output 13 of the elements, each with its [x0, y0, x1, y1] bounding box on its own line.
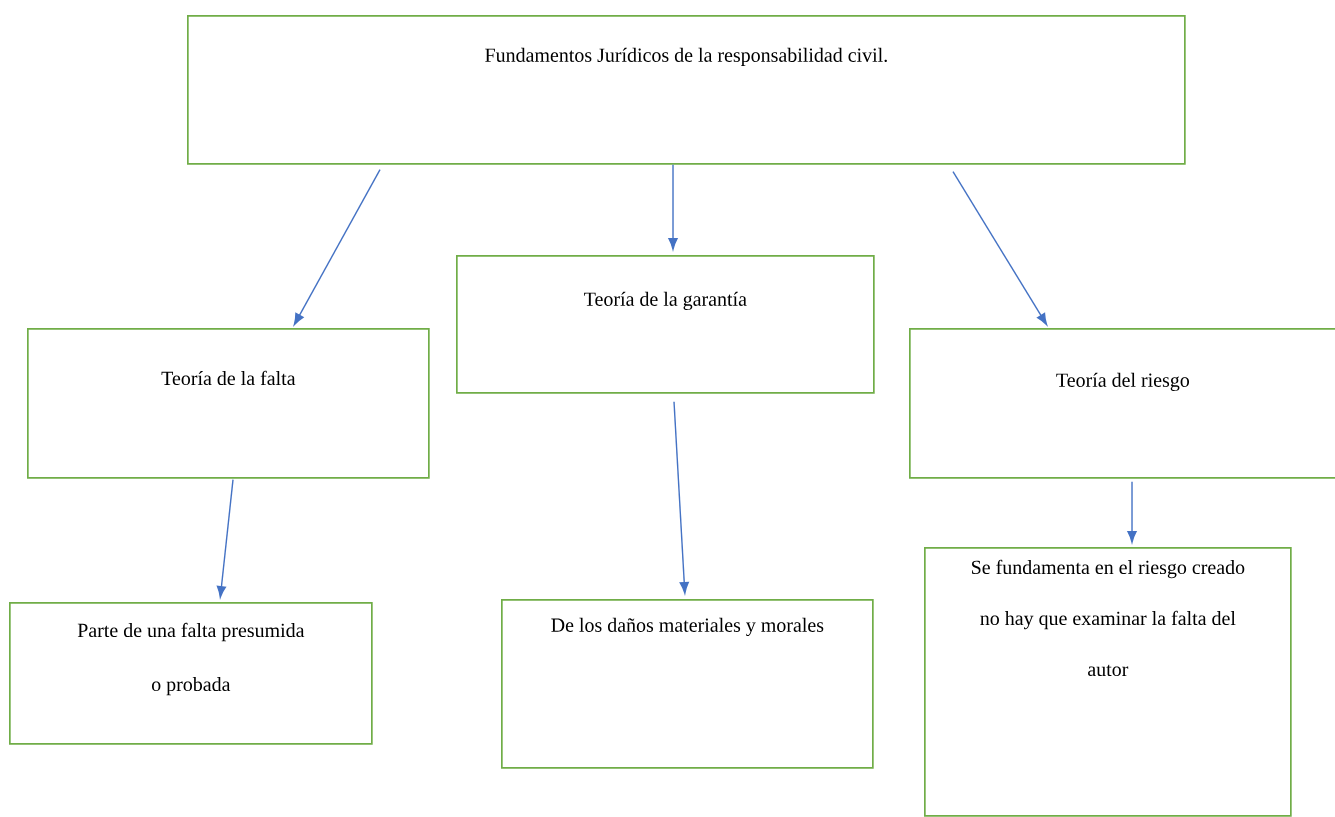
- text-box: De los daños materiales y morales: [501, 599, 874, 769]
- arrow: [952, 170, 1048, 326]
- text-box: Se fundamenta en el riesgo creado no hay que examinar la falta del autor: [924, 547, 1292, 817]
- arrow: [293, 169, 381, 326]
- arrow: [1127, 481, 1137, 543]
- text-box: Teoría de la falta: [27, 328, 430, 479]
- arrow: [668, 163, 678, 250]
- arrow: [673, 400, 689, 594]
- arrow: [216, 479, 234, 598]
- text-box: Parte de una falta presumida o probada: [9, 602, 373, 745]
- text-box: Teoría de la garantía: [456, 255, 875, 394]
- text-box: Teoría del riesgo: [909, 328, 1335, 479]
- text-box: Fundamentos Jurídicos de la responsabilidad civil.: [187, 15, 1186, 165]
